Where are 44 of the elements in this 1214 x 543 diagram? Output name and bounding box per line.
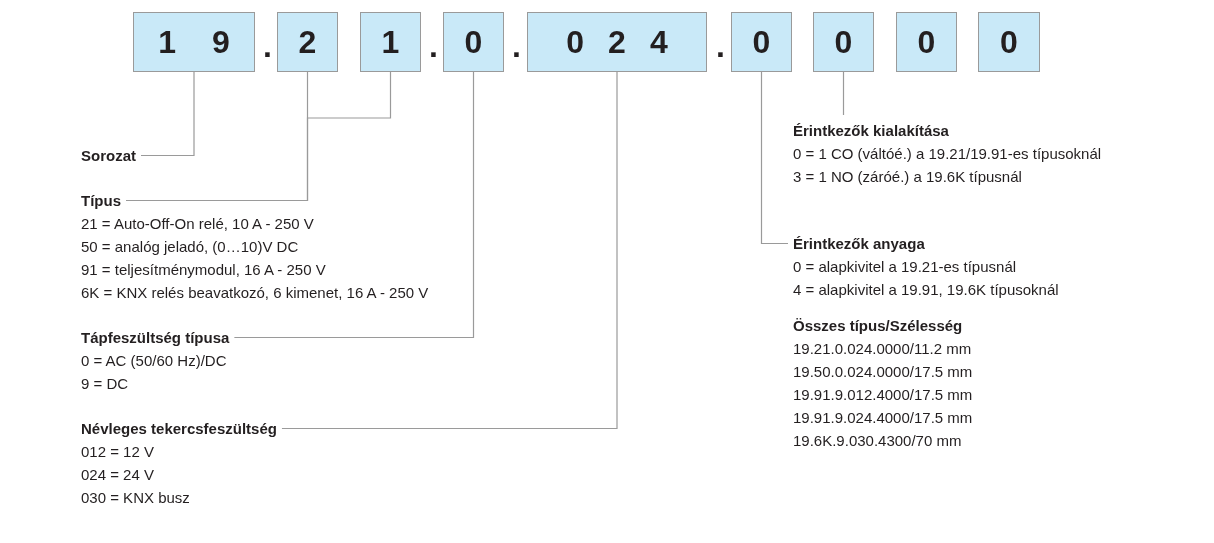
option-text: 3 = 1 NO (záróé.) a 19.6K típusnál <box>793 167 1022 187</box>
type-width-text: 19.91.9.024.4000/17.5 mm <box>793 408 973 428</box>
separator-dot: . <box>512 28 521 65</box>
leader-line <box>281 71 618 430</box>
table-heading: Összes típus/Szélesség <box>793 316 963 336</box>
field-heading: Sorozat <box>81 146 136 166</box>
separator-dot: . <box>716 28 725 65</box>
separator-dot: . <box>429 28 438 65</box>
code-digit-box: 0 <box>731 12 792 72</box>
type-width-text: 19.6K.9.030.4300/70 mm <box>793 431 962 451</box>
leader-line <box>233 71 475 339</box>
code-digit-box: 0 <box>896 12 957 72</box>
option-text: 21 = Auto-Off-On relé, 10 A - 250 V <box>81 214 314 234</box>
code-digit-box: 1 <box>360 12 421 72</box>
type-width-text: 19.21.0.024.0000/11.2 mm <box>793 339 972 359</box>
field-heading: Névleges tekercsfeszültség <box>81 419 277 439</box>
type-width-text: 19.91.9.012.4000/17.5 mm <box>793 385 973 405</box>
option-text: 012 = 12 V <box>81 442 154 462</box>
code-digit-box: 19 <box>133 12 255 72</box>
option-text: 030 = KNX busz <box>81 488 190 508</box>
option-text: 6K = KNX relés beavatkozó, 6 kimenet, 16 A - 250 V <box>81 283 429 303</box>
option-text: 4 = alapkivitel a 19.91, 19.6K típusoknál <box>793 280 1059 300</box>
code-digit-box: 0 <box>813 12 874 72</box>
field-heading: Érintkezők kialakítása <box>793 121 949 141</box>
leader-line <box>760 71 789 245</box>
leader-line <box>125 71 392 202</box>
leader-line <box>842 71 845 116</box>
code-digit-box: 0 <box>978 12 1040 72</box>
option-text: 9 = DC <box>81 374 129 394</box>
type-width-text: 19.50.0.024.0000/17.5 mm <box>793 362 973 382</box>
field-heading: Tápfeszültség típusa <box>81 328 230 348</box>
option-text: 0 = AC (50/60 Hz)/DC <box>81 351 227 371</box>
option-text: 024 = 24 V <box>81 465 154 485</box>
option-text: 50 = analóg jeladó, (0…10)V DC <box>81 237 299 257</box>
code-digit-box: 024 <box>527 12 707 72</box>
option-text: 91 = teljesítménymodul, 16 A - 250 V <box>81 260 326 280</box>
field-heading: Típus <box>81 191 121 211</box>
leader-line <box>140 71 195 157</box>
field-heading: Érintkezők anyaga <box>793 234 925 254</box>
option-text: 0 = alapkivitel a 19.21-es típusnál <box>793 257 1017 277</box>
separator-dot: . <box>263 28 272 65</box>
code-digit-box: 2 <box>277 12 338 72</box>
option-text: 0 = 1 CO (váltóé.) a 19.21/19.91-es típusoknál <box>793 144 1102 164</box>
code-digit-box: 0 <box>443 12 504 72</box>
